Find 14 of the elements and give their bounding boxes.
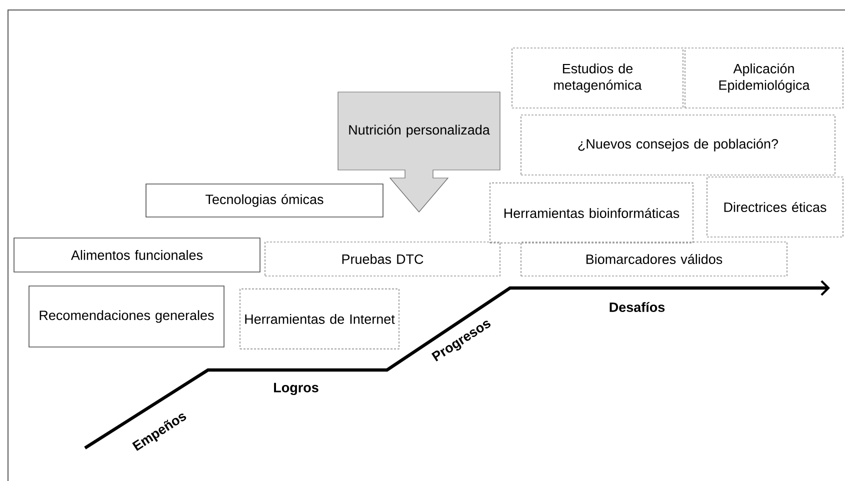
dashed-text-box: Biomarcadores válidos — [520, 242, 788, 276]
dashed-text-box: Herramientas de Internet — [240, 288, 400, 350]
text-box: Tecnologias ómicas — [146, 184, 384, 218]
dashed-text-box: Aplicación Epidemiológica — [684, 48, 844, 108]
dashed-text-box: Estudios de metagenómica — [512, 48, 684, 108]
dashed-text-box: Pruebas DTC — [264, 242, 500, 276]
stage-label: Logros — [274, 382, 318, 396]
down-arrow-box: Nutrición personalizada — [338, 92, 500, 212]
dashed-text-box: Directrices éticas — [706, 176, 844, 238]
text-box: Alimentos funcionales — [14, 238, 260, 272]
dashed-text-box: Herramientas bioinformáticas — [490, 182, 694, 244]
dashed-text-box: ¿Nuevos consejos de población? — [520, 114, 836, 176]
stage-label: Desafíos — [610, 302, 665, 312]
text-box: Recomendaciones generales — [28, 286, 224, 348]
